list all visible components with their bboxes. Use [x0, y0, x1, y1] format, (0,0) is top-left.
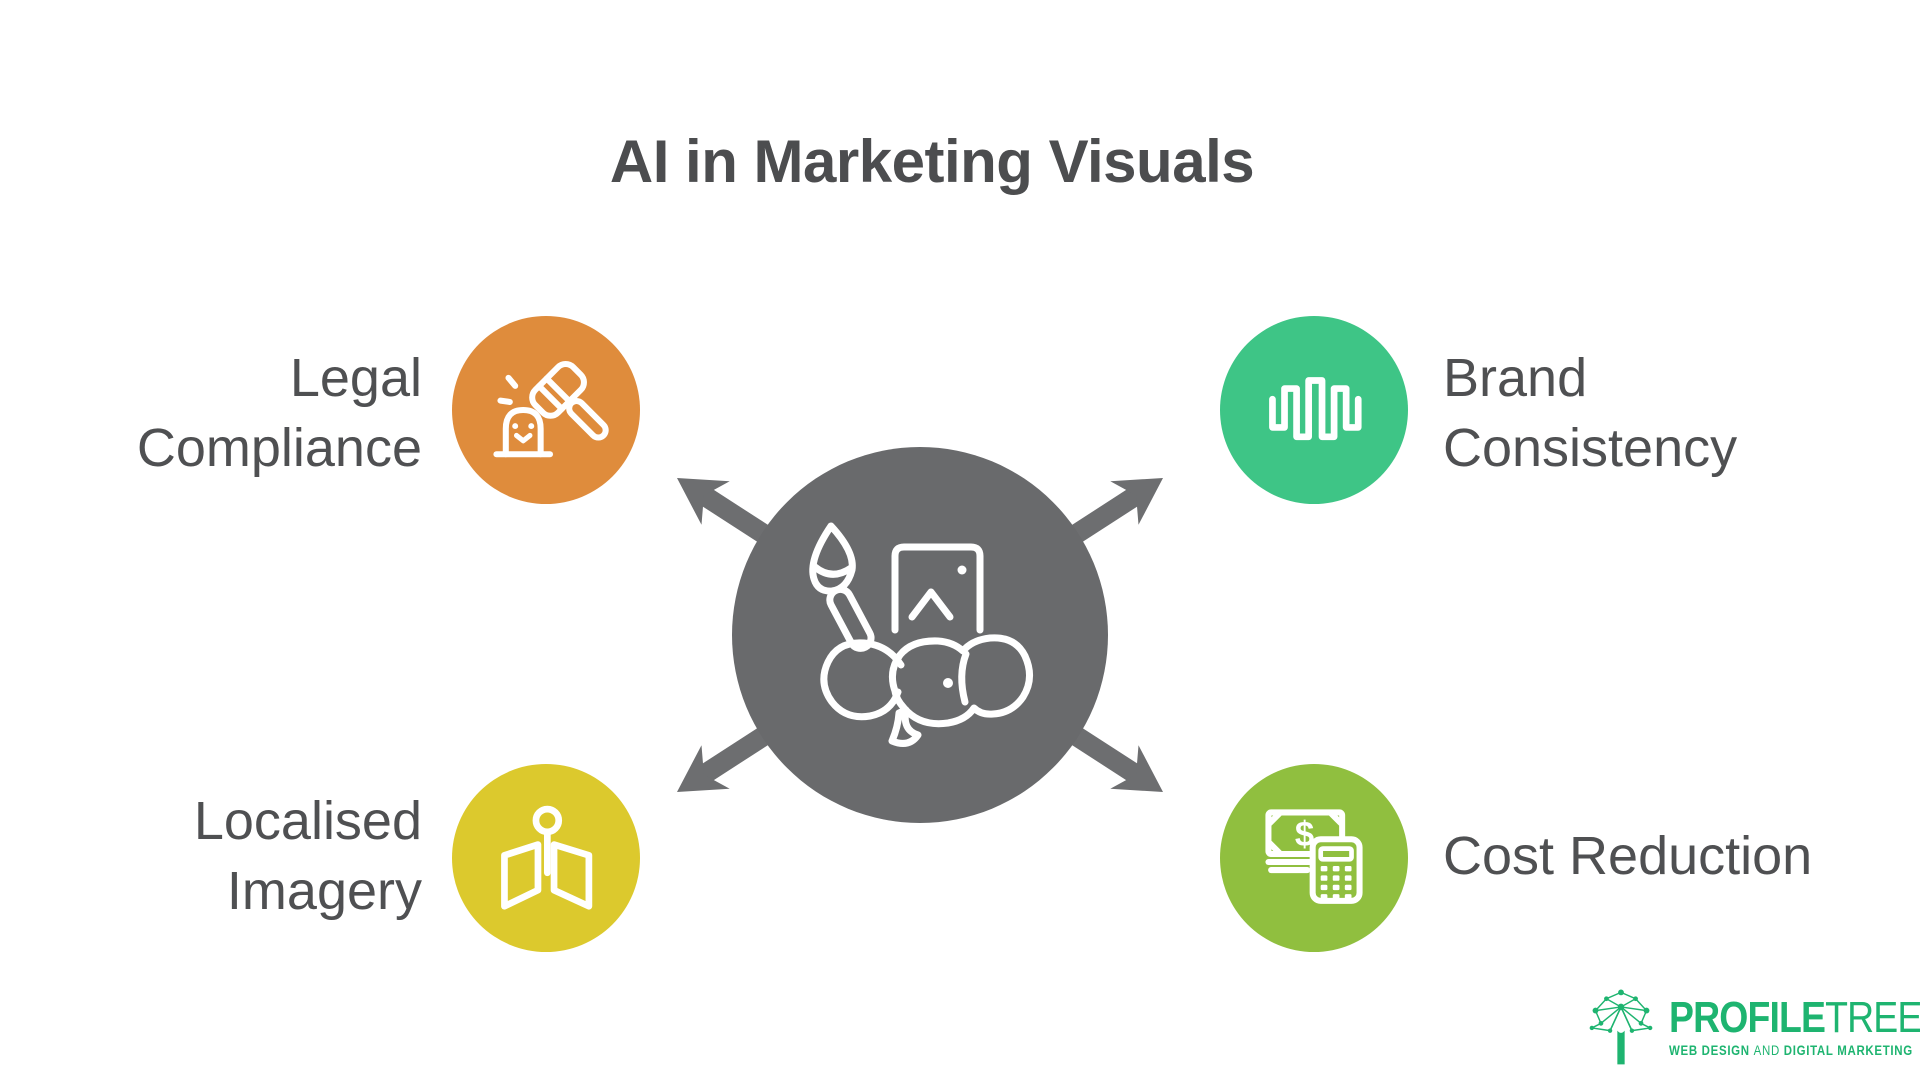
- tagline-web-design: WEB DESIGN: [1669, 1043, 1750, 1058]
- label-legal-compliance: Legal Compliance: [60, 343, 422, 483]
- tagline-and: AND: [1753, 1043, 1780, 1058]
- profiletree-logo: PROFILETREE WEB DESIGN AND DIGITAL MARKE…: [1583, 986, 1920, 1068]
- node-circle-brand-consistency: [1220, 316, 1408, 504]
- label-line: Imagery: [226, 861, 422, 921]
- center-hub-graphic: [677, 447, 1163, 823]
- node-circle-legal-compliance: [452, 316, 640, 504]
- node-circle-cost-reduction: $: [1220, 764, 1408, 952]
- gavel-icon: [493, 361, 609, 458]
- label-line: Cost Reduction: [1443, 826, 1813, 886]
- logo-text: PROFILETREE WEB DESIGN AND DIGITAL MARKE…: [1669, 996, 1920, 1059]
- arrowhead-top-left: [677, 478, 730, 525]
- label-cost-reduction: Cost Reduction: [1443, 821, 1812, 891]
- network-tree-icon: [1589, 989, 1653, 1065]
- arrowhead-bottom-left: [677, 745, 730, 792]
- node-circle-localised-imagery: [452, 764, 640, 952]
- map-pin-icon: [501, 805, 593, 910]
- logo-wordmark-profile: PROFILE: [1669, 993, 1826, 1042]
- logo-tagline: WEB DESIGN AND DIGITAL MARKETING: [1669, 1043, 1920, 1058]
- svg-text:$: $: [1295, 815, 1314, 854]
- tagline-digital-marketing: DIGITAL MARKETING: [1783, 1043, 1913, 1058]
- label-line: Brand: [1443, 348, 1588, 408]
- logo-wordmark: PROFILETREE: [1669, 996, 1920, 1040]
- arrowhead-bottom-right: [1110, 745, 1163, 792]
- label-localised-imagery: Localised Imagery: [60, 786, 422, 926]
- label-line: Localised: [193, 791, 422, 851]
- label-line: Consistency: [1443, 418, 1738, 478]
- center-circle: [732, 447, 1108, 823]
- waveform-icon: [1269, 377, 1362, 441]
- money-calculator-icon: $: [1265, 809, 1363, 904]
- logo-wordmark-tree: TREE: [1825, 993, 1920, 1042]
- label-line: Legal: [289, 348, 422, 408]
- arrowhead-top-right: [1110, 478, 1163, 525]
- elephant-paintbrush-image-icon: [809, 522, 1033, 747]
- label-brand-consistency: Brand Consistency: [1443, 343, 1737, 483]
- label-line: Compliance: [136, 418, 422, 478]
- page-title: AI in Marketing Visuals: [609, 128, 1255, 195]
